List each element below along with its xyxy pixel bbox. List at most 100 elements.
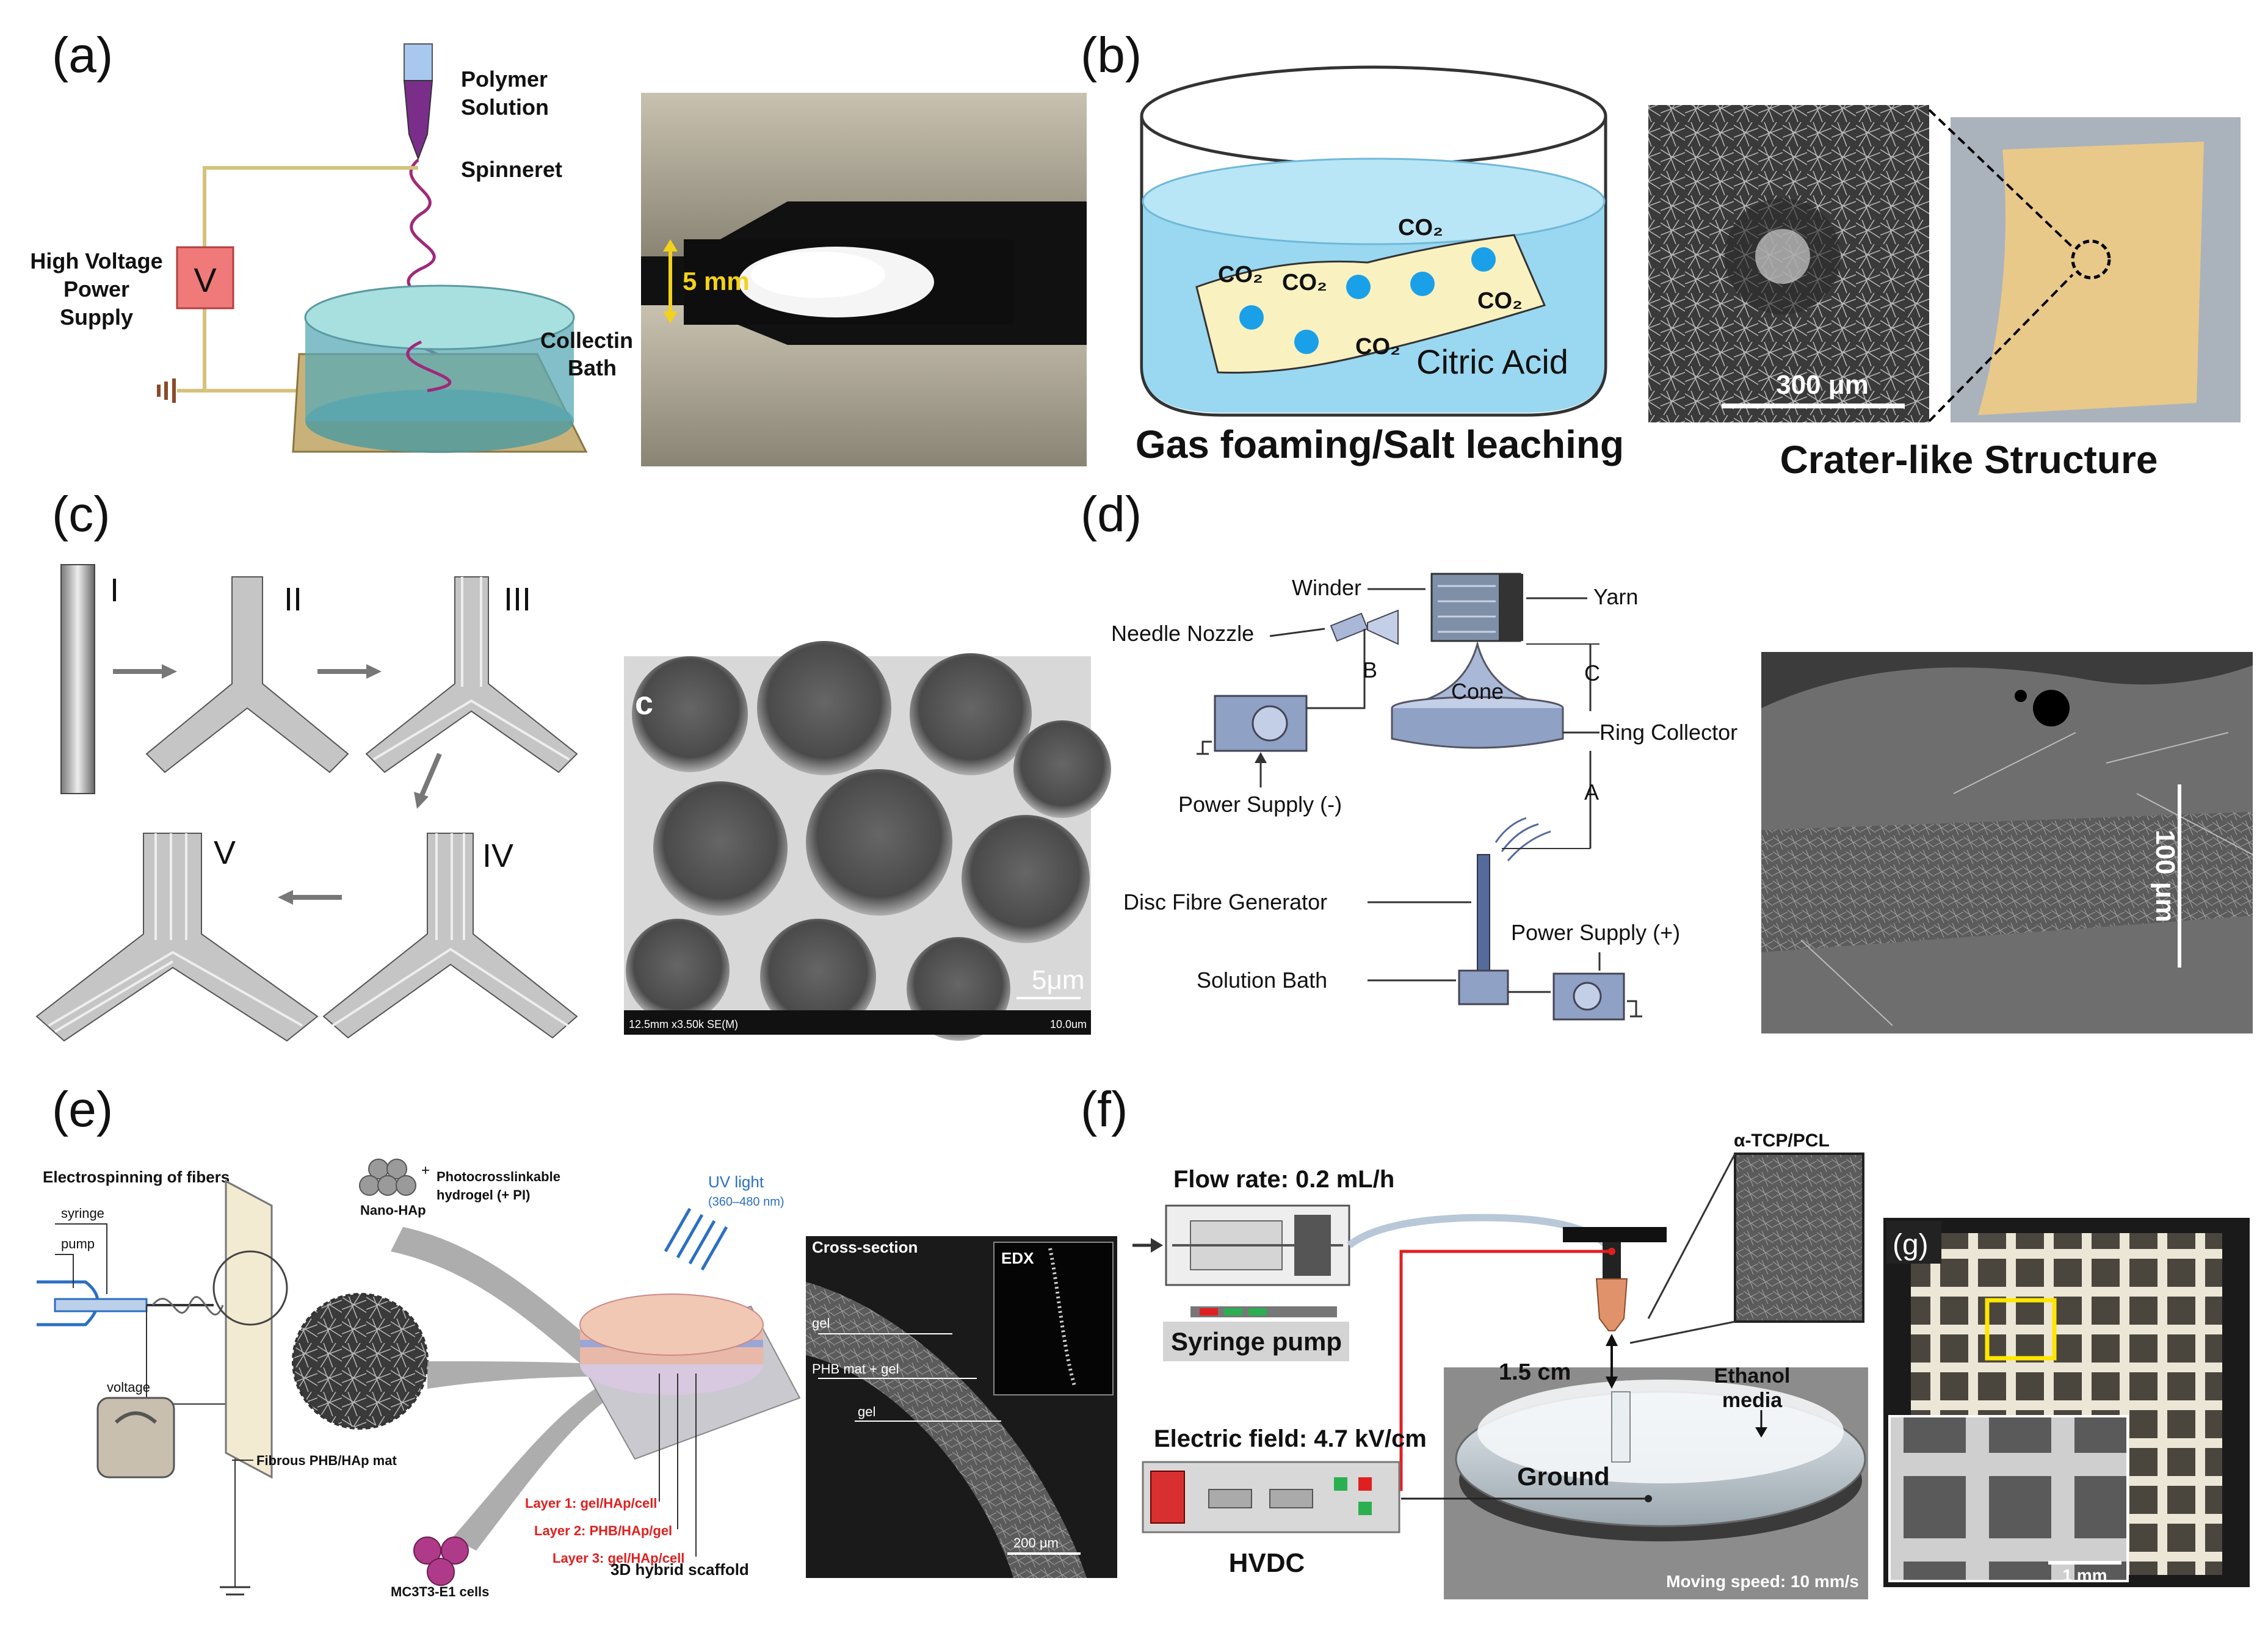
sem-footer-info: 12.5mm x3.50k SE(M) [629,1018,738,1030]
hybrid-scaffold [579,1294,764,1356]
lattice-scale-label: 1 mm [2062,1566,2107,1585]
cross-section-sem-image: EDX Cross-section gel PHB mat + gel gel … [806,1236,1117,1578]
moving-speed-label: Moving speed: 10 mm/s [1666,1572,1859,1591]
hvdc-label: HVDC [1229,1548,1305,1578]
structure-II [145,576,349,773]
panel-d-label: (d) [1081,487,1142,542]
structure-III [365,576,578,773]
ps-positive-label: Power Supply (+) [1511,920,1680,945]
edx-label: EDX [1001,1249,1034,1267]
co2-label-5: CO₂ [1477,288,1523,314]
distance-A-label: A [1584,780,1599,805]
nanohap-icon [359,1159,416,1196]
cells-label: MC3T3-E1 cells [391,1584,489,1599]
voltage-label: voltage [107,1380,150,1395]
step-label-I: I [110,572,119,609]
panel-b: (b) CO₂ CO₂ CO₂ CO₂ CO₂ Citric Acid Gas … [1081,27,2241,482]
mat-label: Fibrous PHB/HAp mat [256,1453,397,1468]
gel-label-bottom: gel [858,1404,875,1419]
fibrous-mat-image [292,1293,429,1430]
zoom-highlight-box [1985,1298,2057,1361]
voltage-symbol: V [194,261,217,299]
panel-e-label: (e) [52,1082,113,1137]
nanohap-label: Nano-HAp [360,1203,426,1218]
uv-light-icon [664,1207,728,1271]
panel-e: (e) Electrospinning of fibers syringe pu… [37,1082,1117,1599]
step-label-II: II [284,581,302,618]
honeycomb-sem-image: c 5μm 12.5mm x3.50k SE(M) 10.0um [624,641,1111,1041]
ethanol-label-1: Ethanol [1714,1364,1791,1388]
cells-icon [413,1536,469,1586]
phb-label: PHB mat + gel [812,1361,899,1377]
ground-icon [157,378,176,403]
cross-section-label: Cross-section [812,1238,918,1256]
hydrogel-label-2: hydrogel (+ PI) [437,1187,530,1203]
scaffold-sheet [1195,234,1546,374]
feed-tube [1347,1214,1615,1276]
hvdc-box [1142,1461,1400,1533]
structure-V [35,833,319,1042]
ring-collector [1391,708,1564,749]
sem-panel-letter: c [635,685,653,722]
co2-label-1: CO₂ [1218,262,1263,288]
layer2-label: Layer 2: PHB/HAp/gel [534,1523,672,1538]
cross-section-scale: 200 μm [1013,1535,1059,1551]
power-supply-box [176,246,234,309]
gap-label: 1.5 cm [1499,1359,1571,1385]
flow-rate-label: Flow rate: 0.2 mL/h [1173,1166,1394,1193]
nozzle [1595,1278,1628,1331]
material-label: α-TCP/PCL [1734,1131,1830,1151]
co2-label-2: CO₂ [1282,270,1327,295]
structure-IV [322,833,578,1039]
panel-a-label: (a) [52,27,113,83]
field-label: Electric field: 4.7 kV/cm [1154,1425,1427,1452]
layer3-label: Layer 3: gel/HAp/cell [553,1551,684,1566]
beaker [1140,116,1607,417]
panel-f: (f) Flow rate: 0.2 mL/h Syringe pump [1081,1082,1868,1599]
print-head-bar [1563,1227,1667,1242]
distance-C-label: C [1584,660,1600,686]
step-label-IV: IV [482,838,513,874]
hv-label-1: High Voltage [30,248,162,273]
bubble-icons [1239,247,1496,354]
step-label-V: V [214,834,236,871]
pump-label: pump [61,1236,95,1251]
printed-construct [1611,1391,1631,1463]
process-title: Gas foaming/Salt leaching [1136,422,1624,466]
collecting-label-2: Bath [568,355,617,380]
panel-f-label: (f) [1081,1082,1128,1137]
crater-sem-image: 300 μm [1648,105,1929,422]
crater-caption: Crater-like Structure [1780,438,2158,482]
scaffold-label: 3D hybrid scaffold [610,1560,749,1579]
sem-scale-5um: 5μm [1032,965,1084,995]
voltage-source-icon [96,1397,175,1478]
yarn-label: Yarn [1593,584,1638,609]
panel-g-label: (g) [1893,1229,1929,1261]
solution-bath-label: Solution Bath [1197,968,1327,993]
spinneret-needle [403,80,433,161]
citric-acid-label: Citric Acid [1416,342,1568,381]
ethanol-label-2: media [1722,1389,1783,1412]
ground-label: Ground [1517,1462,1610,1491]
syringe-label: syringe [61,1206,104,1221]
material-sem-inset: α-TCP/PCL [1629,1131,1864,1344]
panel-g: 1 mm (g) [1883,1218,2250,1587]
panel-a: (a) V Polymer Solution Spinneret High Vo… [30,27,1087,466]
solution-bath [1458,969,1509,1005]
cone-label: Cone [1451,679,1504,704]
circuit-wire-bottom [203,308,299,393]
needle-label: Needle Nozzle [1111,621,1254,646]
caliper-photo: 5 mm [641,93,1087,466]
ps-negative-label: Power Supply (-) [1178,792,1342,817]
sem-scale-100um: 100 μm [2150,830,2180,922]
sem-scale-300um: 300 μm [1776,370,1869,400]
collector-screen [225,1179,273,1479]
plus-sign: + [421,1162,430,1179]
disc-fibre-generator [1477,854,1490,977]
structure-I [60,564,95,794]
syringe-barrel [404,43,433,81]
polymer-label-2: Solution [461,95,549,120]
panel-b-label: (b) [1081,27,1142,83]
uv-label-1: UV light [708,1173,764,1191]
